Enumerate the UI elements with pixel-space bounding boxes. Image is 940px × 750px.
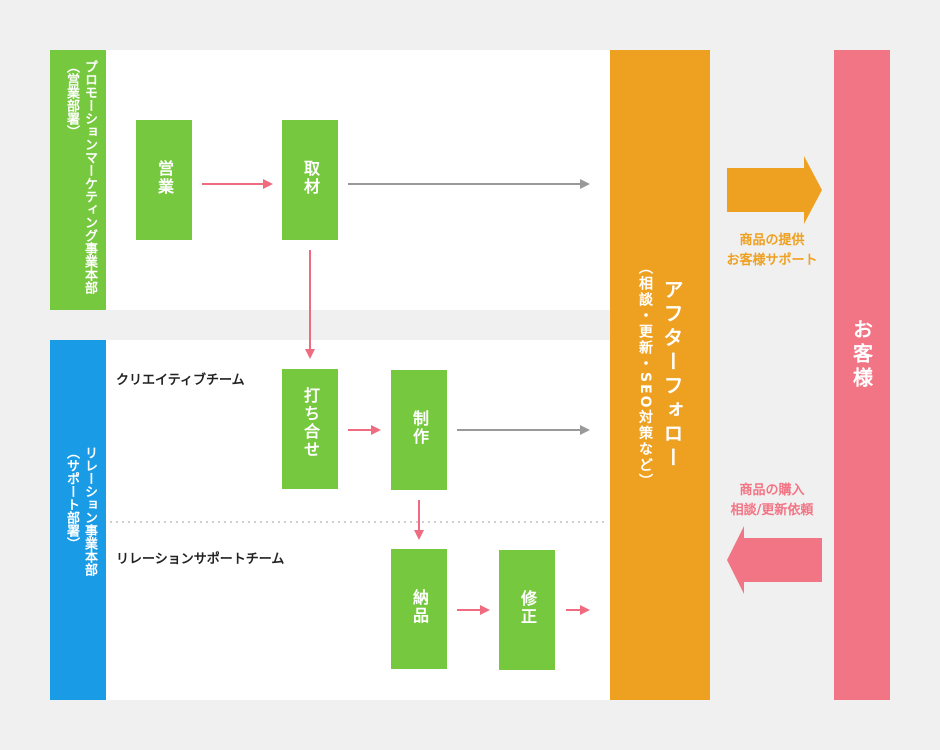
step-interview: 取材 — [282, 120, 338, 240]
step-production: 制作 — [391, 370, 447, 490]
step-meeting: 打ち合せ — [282, 369, 338, 489]
from-customer-caption-line2: 相談/更新依頼 — [730, 503, 814, 518]
step-revision-label: 修正 — [518, 590, 537, 626]
promotion-department-sub: （営業部署） — [64, 60, 79, 138]
relation-support-team-label: リレーションサポートチーム — [116, 552, 285, 567]
step-sales-label: 営業 — [155, 160, 174, 196]
after-follow-title: アフターフォロー — [660, 279, 684, 471]
step-interview-label: 取材 — [301, 160, 320, 196]
step-production-label: 制作 — [410, 410, 429, 446]
promotion-department-name: プロモーションマーケティング事業本部 — [82, 60, 97, 294]
step-meeting-label: 打ち合せ — [301, 387, 320, 459]
step-delivery-label: 納品 — [410, 589, 429, 625]
from-customer-arrow — [727, 526, 822, 594]
arrow-production-to-delivery — [414, 500, 424, 540]
after-follow-detail: （相談・更新・SEO対策など） — [637, 260, 653, 490]
arrow-revision-to-after-follow — [566, 605, 590, 615]
relation-department-label: リレーション事業本部 （サポート部署） — [50, 340, 106, 700]
promotion-department-label: プロモーションマーケティング事業本部 （営業部署） — [50, 50, 106, 310]
arrow-delivery-to-revision — [457, 605, 490, 615]
arrow-interview-to-meeting — [305, 250, 315, 359]
step-revision: 修正 — [499, 550, 555, 670]
after-follow-column: アフターフォロー （相談・更新・SEO対策など） — [610, 50, 710, 700]
connector-production-to-after-follow — [457, 425, 590, 435]
customer-column: お客様 — [834, 50, 890, 700]
customer-label: お客様 — [849, 319, 874, 391]
connector-interview-to-after-follow — [348, 179, 590, 189]
arrow-meeting-to-production — [348, 425, 381, 435]
from-customer-caption: 商品の購入 相談/更新依頼 — [712, 481, 832, 521]
step-delivery: 納品 — [391, 549, 447, 669]
from-customer-caption-line1: 商品の購入 — [739, 483, 805, 498]
relation-department-sub: （サポート部署） — [64, 446, 79, 550]
to-customer-caption: 商品の提供 お客様サポート — [712, 231, 832, 271]
to-customer-caption-line1: 商品の提供 — [739, 233, 805, 248]
to-customer-arrow — [727, 156, 822, 224]
step-sales: 営業 — [136, 120, 192, 240]
to-customer-caption-line2: お客様サポート — [726, 253, 818, 268]
relation-department-name: リレーション事業本部 — [82, 446, 97, 576]
creative-team-label: クリエイティブチーム — [116, 373, 245, 388]
arrow-sales-to-interview — [202, 179, 273, 189]
